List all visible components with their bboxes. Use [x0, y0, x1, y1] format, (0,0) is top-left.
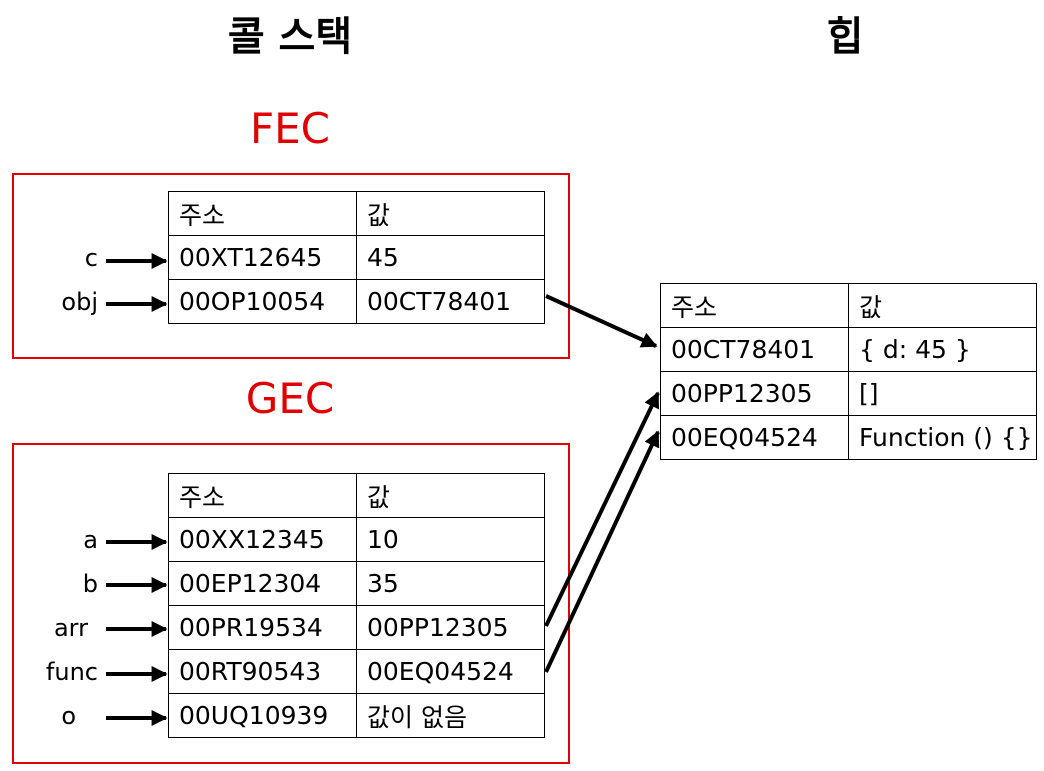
table-row: 00EP12304 35 [168, 561, 545, 606]
table-row: 00RT90543 00EQ04524 [168, 649, 545, 694]
variable-name: o [61, 702, 76, 730]
table-row: 00UQ10939 값이 없음 [168, 693, 545, 738]
address-cell: 00PR19534 [168, 605, 357, 650]
reference-arrow [544, 391, 660, 627]
variable-name: c [84, 244, 98, 272]
gec-memory-table: 주소 값 00XX12345 10 00EP12304 35 00PR19534… [168, 473, 545, 738]
value-cell: 값이 없음 [356, 693, 545, 738]
address-header: 주소 [660, 283, 849, 328]
value-header: 값 [848, 283, 1037, 328]
table-row: 00EQ04524 Function () {} [660, 415, 1037, 460]
value-cell: Function () {} [848, 415, 1037, 460]
table-row: 00PR19534 00PP12305 [168, 605, 545, 650]
address-cell: 00RT90543 [168, 649, 357, 694]
table-header-row: 주소 값 [168, 473, 545, 518]
heap-memory-table: 주소 값 00CT78401 { d: 45 } 00PP12305 [] 00… [660, 283, 1037, 460]
variable-name: b [82, 570, 98, 598]
reference-arrow [544, 430, 660, 673]
address-cell: 00UQ10939 [168, 693, 357, 738]
variable-name: func [45, 658, 98, 686]
table-row: 00OP10054 00CT78401 [168, 279, 545, 324]
fec-memory-table: 주소 값 00XT12645 45 00OP10054 00CT78401 [168, 191, 545, 324]
address-cell: 00PP12305 [660, 371, 849, 416]
table-row: 00XX12345 10 [168, 517, 545, 562]
fec-label: FEC [249, 104, 331, 153]
heap-title: 힙 [826, 14, 864, 60]
variable-name: a [83, 526, 98, 554]
address-header: 주소 [168, 191, 357, 236]
address-cell: 00XX12345 [168, 517, 357, 562]
call-stack-title: 콜 스택 [227, 14, 353, 60]
address-cell: 00EQ04524 [660, 415, 849, 460]
value-cell: 00EQ04524 [356, 649, 545, 694]
gec-context-box [12, 443, 570, 764]
gec-label: GEC [245, 374, 335, 423]
variable-name: obj [61, 288, 98, 316]
table-row: 00PP12305 [] [660, 371, 1037, 416]
address-header: 주소 [168, 473, 357, 518]
value-cell: 45 [356, 235, 545, 280]
value-cell: 10 [356, 517, 545, 562]
value-cell: { d: 45 } [848, 327, 1037, 372]
address-cell: 00OP10054 [168, 279, 357, 324]
value-header: 값 [356, 473, 545, 518]
reference-arrow [545, 294, 658, 348]
fec-context-box [12, 173, 570, 359]
address-cell: 00EP12304 [168, 561, 357, 606]
value-cell: 00CT78401 [356, 279, 545, 324]
address-cell: 00CT78401 [660, 327, 849, 372]
table-header-row: 주소 값 [660, 283, 1037, 328]
table-row: 00CT78401 { d: 45 } [660, 327, 1037, 372]
variable-name: arr [53, 614, 88, 642]
